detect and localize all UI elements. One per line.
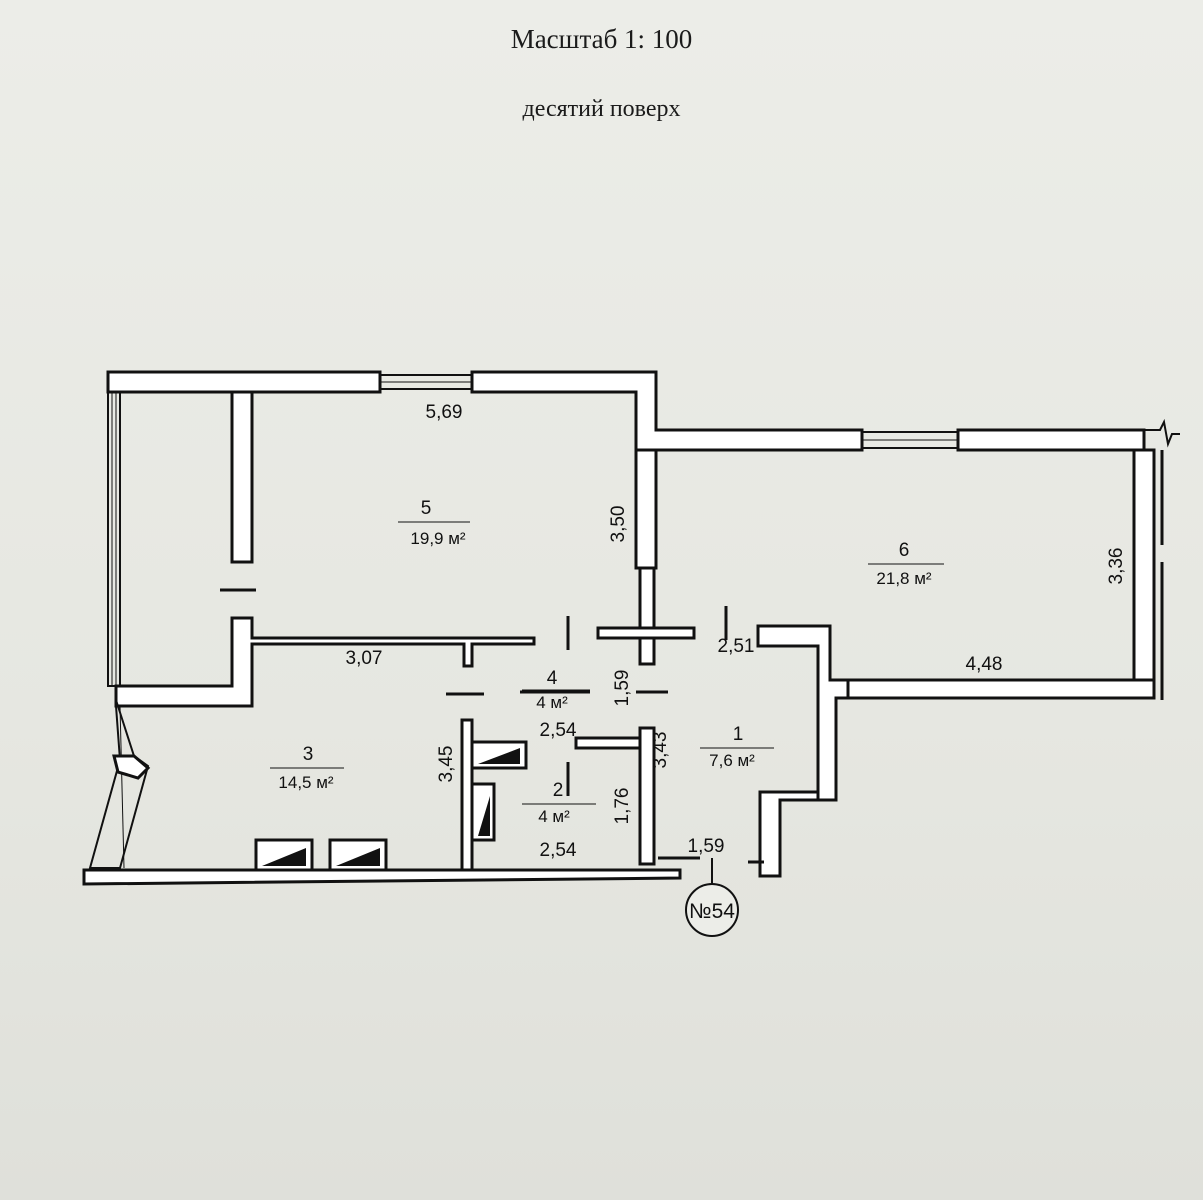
dim-159-entry: 1,59	[688, 836, 725, 857]
room-1-number: 1	[733, 724, 744, 745]
dim-159-corridor: 1,59	[612, 670, 633, 707]
dim-254-top: 2,54	[540, 720, 577, 741]
room-3-number: 3	[303, 744, 314, 765]
apartment-number: №54	[689, 900, 735, 923]
room-2-number: 2	[553, 780, 564, 801]
scale-title: Масштаб 1: 100	[510, 24, 693, 54]
dimension-labels: 5,69 3,50 3,36 3,07 2,51 4,48 1,59 2,54 …	[346, 402, 1127, 861]
dim-448: 4,48	[966, 654, 1003, 675]
dim-254-bottom: 2,54	[540, 840, 577, 861]
room-6-area: 21,8 м²	[876, 569, 931, 588]
dim-345: 3,45	[436, 746, 457, 783]
room-4-number: 4	[547, 668, 558, 689]
room-5-number: 5	[421, 498, 432, 519]
dim-343: 3,43	[650, 732, 671, 769]
walls	[82, 370, 1180, 886]
dim-569: 5,69	[426, 402, 463, 423]
dim-176: 1,76	[612, 788, 633, 825]
room-4-area: 4 м²	[536, 693, 568, 712]
room-6-number: 6	[899, 540, 910, 561]
room-3-area: 14,5 м²	[278, 773, 333, 792]
room-labels: 5 19,9 м² 6 21,8 м² 4 4 м² 3 14,5 м² 2 4…	[270, 498, 944, 826]
dim-336: 3,36	[1106, 548, 1127, 585]
dim-307: 3,07	[346, 648, 383, 669]
room-5-area: 19,9 м²	[410, 529, 465, 548]
floor-title: десятий поверх	[522, 96, 681, 122]
room-2-area: 4 м²	[538, 807, 570, 826]
dim-350: 3,50	[608, 506, 629, 543]
room-1-area: 7,6 м²	[709, 751, 755, 770]
apartment-marker: №54	[685, 858, 739, 937]
dim-251: 2,51	[718, 636, 755, 657]
